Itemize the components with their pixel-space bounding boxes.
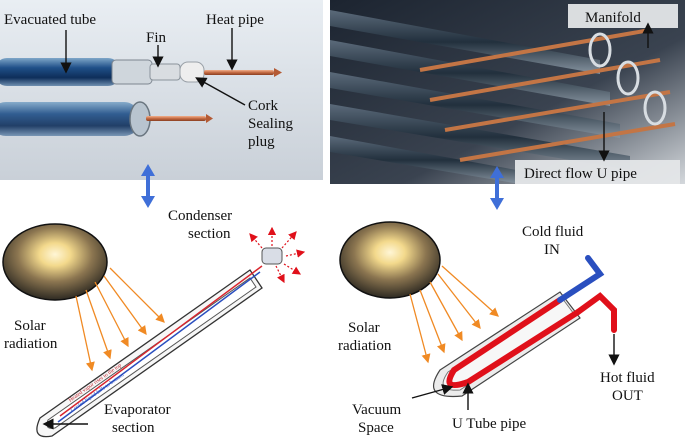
upper-tube-cap bbox=[149, 63, 181, 81]
label-evaporator-section: section bbox=[112, 420, 155, 436]
hot-outlet-pipe bbox=[575, 292, 617, 333]
manifold-ring bbox=[588, 32, 612, 68]
label-manifold: Manifold bbox=[585, 10, 641, 26]
solar-ray bbox=[419, 289, 446, 354]
heat-pipe-diagram: Heated vapor rises to the top Cooled liq… bbox=[2, 208, 306, 438]
label-evaporator: Evaporator bbox=[104, 402, 171, 418]
label-plug: plug bbox=[248, 134, 275, 150]
upper-tube-body bbox=[0, 58, 120, 86]
sun-icon bbox=[2, 223, 108, 301]
label-heat-pipe: Heat pipe bbox=[206, 12, 264, 28]
label-radiation-right: radiation bbox=[338, 338, 392, 354]
label-cold-fluid: Cold fluid bbox=[522, 224, 584, 240]
sun-icon-right bbox=[339, 221, 441, 299]
glass-tube bbox=[330, 104, 630, 170]
copper-pipe bbox=[419, 28, 651, 72]
solar-ray bbox=[437, 273, 481, 330]
label-vacuum: Vacuum bbox=[352, 402, 401, 418]
glass-tube bbox=[330, 72, 620, 138]
lower-tube-body bbox=[0, 102, 140, 136]
double-arrow-right bbox=[490, 166, 504, 210]
solar-ray bbox=[429, 281, 463, 342]
solar-ray bbox=[75, 295, 95, 372]
solar-ray bbox=[103, 275, 147, 336]
copper-pipe bbox=[444, 90, 671, 132]
label-radiation-left: radiation bbox=[4, 336, 58, 352]
label-condenser: Condenser bbox=[168, 208, 232, 224]
lower-heat-pipe bbox=[146, 116, 206, 121]
double-arrow-left bbox=[141, 164, 155, 208]
label-sealing: Sealing bbox=[248, 116, 293, 132]
condenser-heat-arrows bbox=[249, 226, 306, 284]
heat-arrow bbox=[249, 233, 263, 249]
label-space: Space bbox=[358, 420, 394, 436]
solar-rays-left bbox=[75, 267, 165, 372]
photo-evacuated-tube: Evacuated tube Fin Heat pipe Cork Sealin… bbox=[0, 0, 323, 180]
double-arrow-left-down-head bbox=[141, 196, 155, 208]
photo-background bbox=[0, 0, 323, 180]
label-condenser-section: section bbox=[188, 226, 231, 242]
glass-tubes bbox=[330, 10, 630, 184]
liquid-line bbox=[57, 271, 261, 423]
label-evacuated-tube: Evacuated tube bbox=[4, 12, 96, 28]
heat-arrow bbox=[285, 249, 306, 258]
double-arrow-right-down-head bbox=[490, 198, 504, 210]
label-hot-out: OUT bbox=[612, 388, 643, 404]
label-cold-in: IN bbox=[544, 242, 560, 258]
upper-heat-pipe bbox=[204, 70, 274, 75]
u-tube-diagram: Cold fluid IN Solar radiation Hot fluid … bbox=[338, 221, 655, 436]
glass-tube bbox=[330, 10, 600, 74]
solar-ray bbox=[85, 289, 112, 360]
label-solar-right: Solar bbox=[348, 320, 380, 336]
manifold-ring bbox=[643, 90, 667, 126]
condenser-bulb bbox=[261, 247, 283, 265]
solar-rays-right bbox=[409, 265, 499, 364]
label-u-tube: U Tube pipe bbox=[452, 416, 527, 432]
label-cork: Cork bbox=[248, 98, 279, 114]
label-solar-left: Solar bbox=[14, 318, 46, 334]
manifold-label-box bbox=[568, 4, 678, 28]
direct-flow-label-box bbox=[515, 160, 680, 184]
label-fin: Fin bbox=[146, 30, 167, 46]
double-arrow-right-up-head bbox=[490, 166, 504, 178]
label-hot-fluid: Hot fluid bbox=[600, 370, 655, 386]
double-arrow-left-up-head bbox=[141, 164, 155, 176]
cold-inlet-pipe bbox=[557, 255, 605, 303]
heat-arrow bbox=[283, 263, 302, 275]
solar-ray bbox=[109, 267, 165, 323]
solar-ray bbox=[409, 293, 431, 364]
lower-heat-pipe-tip bbox=[206, 114, 213, 123]
copper-pipe bbox=[459, 122, 676, 162]
cork-sealing-plug-shape bbox=[179, 61, 205, 83]
glass-tube bbox=[330, 40, 610, 106]
arrow-cork bbox=[195, 77, 246, 106]
glass-tube bbox=[330, 136, 560, 184]
manifold-ring bbox=[616, 60, 640, 96]
photo-manifold: Manifold Direct flow U pipe bbox=[330, 0, 685, 184]
solar-ray bbox=[94, 281, 129, 348]
label-direct-flow: Direct flow U pipe bbox=[524, 166, 637, 182]
heat-arrow bbox=[275, 265, 285, 284]
arrow-vacuum bbox=[411, 384, 454, 399]
vapor-line bbox=[59, 265, 263, 417]
inner-glass-tube-right bbox=[442, 297, 575, 391]
upper-tube-fin-sleeve bbox=[111, 59, 153, 85]
heat-arrow bbox=[281, 231, 297, 249]
manifold-rings bbox=[588, 32, 667, 126]
u-tube-red bbox=[446, 297, 581, 388]
solar-ray bbox=[441, 265, 499, 317]
upper-heat-pipe-tip bbox=[274, 68, 282, 77]
